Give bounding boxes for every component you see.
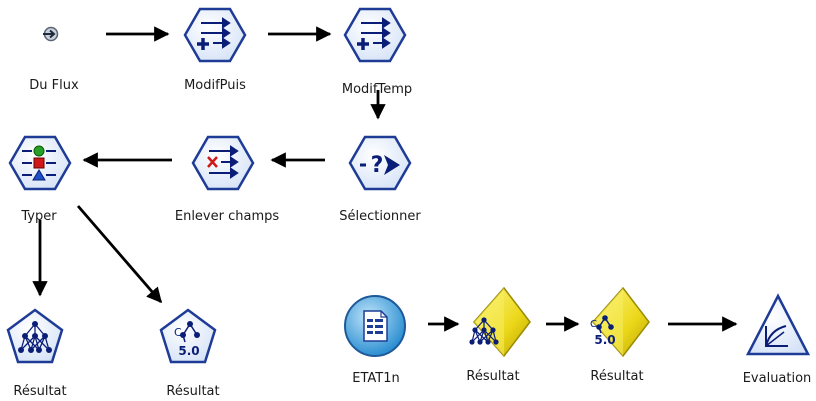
svg-text:?: ? — [371, 153, 384, 178]
svg-text:5.0: 5.0 — [594, 333, 615, 347]
svg-text:5.0: 5.0 — [178, 344, 199, 358]
node-evaluation[interactable]: Evaluation — [743, 293, 812, 386]
node-label: Résultat — [166, 384, 219, 399]
type-icon — [8, 135, 72, 191]
node-modiftemp[interactable]: ModifTemp — [342, 7, 412, 97]
filter-icon — [191, 135, 255, 191]
node-label: ModifPuis — [184, 78, 246, 93]
select-icon: ? — [348, 135, 412, 191]
c50-model-icon: C 5.0 — [159, 308, 217, 364]
derive-icon — [343, 7, 407, 63]
neural-net-model-icon — [6, 308, 64, 364]
node-label: Enlever champs — [175, 209, 280, 224]
node-label: ETAT1n — [352, 371, 399, 386]
node-resultat-c50-nugget[interactable]: C 5.0 Résultat — [590, 286, 650, 384]
node-label: Résultat — [466, 369, 519, 384]
node-enlever-champs[interactable]: Enlever champs — [175, 135, 280, 224]
node-resultat-nn[interactable]: Résultat — [6, 308, 67, 399]
node-etat1n[interactable]: ETAT1n — [344, 295, 406, 386]
node-resultat-nn-nugget[interactable]: Résultat — [466, 286, 531, 384]
c50-nugget-icon: C 5.0 — [590, 286, 650, 358]
evaluation-icon — [745, 293, 811, 356]
svg-text:C: C — [174, 326, 182, 339]
arrow-typer-resultat-c50 — [76, 205, 163, 304]
node-typer[interactable]: Typer — [8, 135, 72, 224]
neural-net-nugget-icon — [469, 286, 531, 358]
node-label: Sélectionner — [339, 209, 421, 224]
connections — [32, 26, 738, 332]
node-resultat-c50[interactable]: C 5.0 Résultat — [159, 308, 220, 399]
node-selectionner[interactable]: ? Sélectionner — [339, 135, 421, 224]
node-label: Résultat — [590, 369, 643, 384]
node-du-flux[interactable]: Du Flux — [29, 26, 79, 94]
data-source-icon — [344, 295, 406, 357]
node-label: Typer — [20, 209, 57, 224]
node-modifpuis[interactable]: ModifPuis — [183, 7, 247, 93]
node-label: Evaluation — [743, 371, 812, 386]
source-icon — [43, 26, 59, 42]
node-label: Du Flux — [29, 78, 79, 93]
node-label: ModifTemp — [342, 82, 412, 97]
derive-icon — [183, 7, 247, 63]
node-label: Résultat — [13, 384, 66, 399]
svg-text:C: C — [590, 319, 597, 330]
